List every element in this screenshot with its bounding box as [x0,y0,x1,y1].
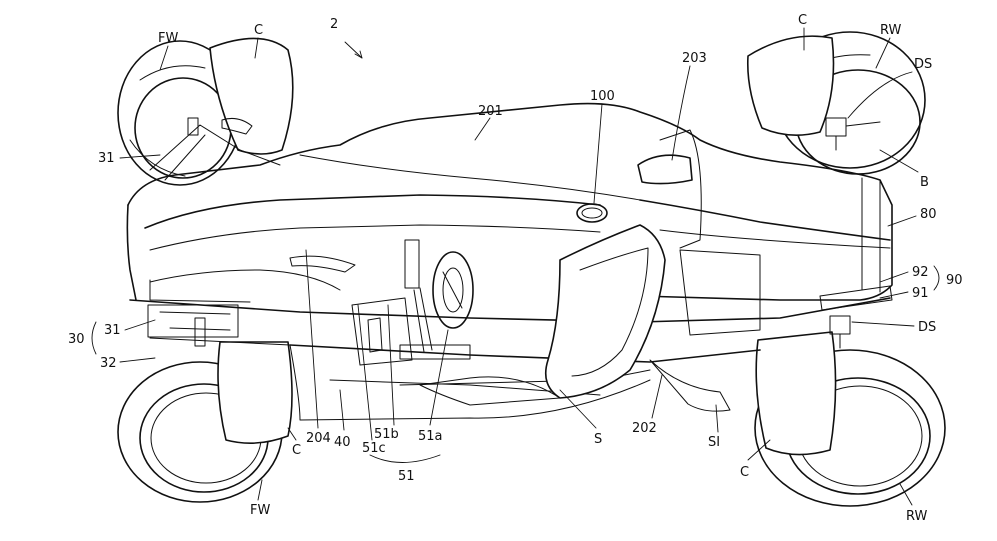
rear-top-fender [746,35,835,136]
label-204: 204 [306,431,331,446]
label-203: 203 [682,51,707,66]
pedal-box-51 [351,297,413,366]
label-40: 40 [334,435,351,450]
label-201: 201 [478,104,503,119]
label-91: 91 [912,286,929,301]
front-suspension [147,304,291,347]
steering-wheel [432,251,474,329]
label-51b: 51b [374,427,399,442]
label-ds-top: DS [914,57,932,72]
front-upper-arm [149,117,281,181]
leader-lines [91,27,940,506]
label-figure-number: 2 [330,17,338,32]
label-c-front-top: C [254,23,263,38]
rear-bottom-fender [755,331,837,456]
label-b: B [920,175,929,190]
label-92: 92 [912,265,929,280]
label-fw-bottom: FW [250,503,270,518]
label-rw-bottom: RW [906,509,928,524]
front-bottom-fender [217,341,293,444]
label-s: S [594,432,602,447]
label-30: 30 [68,332,85,347]
damper-bottom [829,315,851,349]
label-rw-top: RW [880,23,902,38]
label-c-rear-bottom: C [740,465,749,480]
label-51c: 51c [362,441,386,456]
label-51a: 51a [418,429,443,444]
reference-labels: 2 FW C C RW DS 201 100 203 B 80 92 90 91… [68,13,963,524]
label-51: 51 [398,469,415,484]
label-si: SI [708,435,720,450]
label-90: 90 [946,273,963,288]
label-31-upper: 31 [98,151,115,166]
exhaust-90 [819,285,893,311]
fuel-cap-100 [576,203,608,223]
side-pod-202 [649,249,761,412]
front-top-fender [209,37,294,155]
label-ds-bottom: DS [918,320,936,335]
label-80: 80 [920,207,937,222]
label-c-rear-top: C [798,13,807,28]
label-fw-top: FW [158,31,178,46]
main-body [126,102,893,303]
steering-column [399,239,471,360]
label-100: 100 [590,89,615,104]
label-31-lower: 31 [104,323,121,338]
seat-S [419,224,666,406]
damper-top [825,117,881,151]
label-32: 32 [100,356,117,371]
label-202: 202 [632,421,657,436]
roll-hoop-203 [637,129,702,249]
label-c-front-bottom: C [292,443,301,458]
